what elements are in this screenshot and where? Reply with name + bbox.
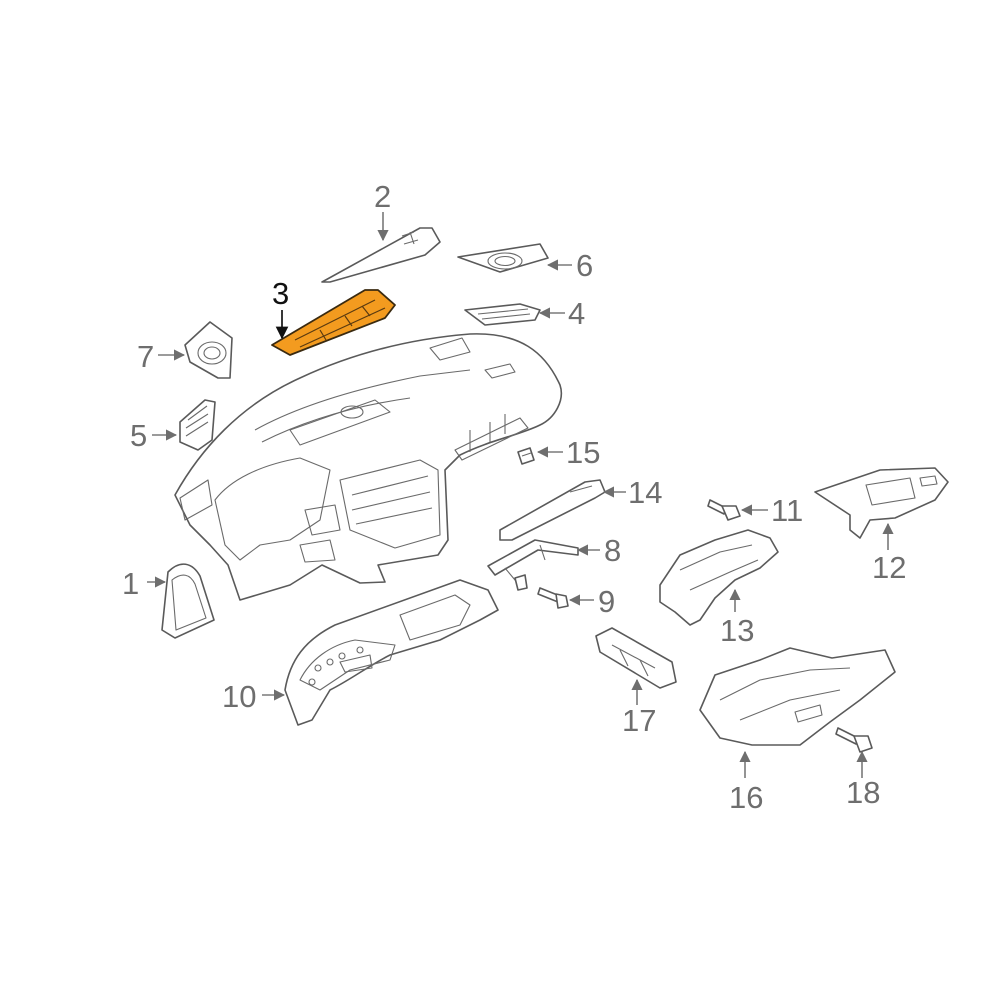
- callout-5: 5: [130, 418, 147, 453]
- part-1-end-cap: [161, 563, 215, 639]
- callout-2: 2: [374, 179, 391, 214]
- part-13-knee-bolster: [659, 529, 779, 626]
- part-16-glove-box: [699, 647, 896, 746]
- callout-17: 17: [622, 703, 656, 738]
- callout-14: 14: [628, 475, 662, 510]
- part-4-vent: [464, 303, 541, 326]
- callout-16: 16: [729, 780, 763, 815]
- callout-15: 15: [566, 435, 600, 470]
- part-11-bolt: [707, 499, 741, 521]
- part-17-bracket: [595, 627, 677, 689]
- part-3-defroster-grille: [271, 289, 396, 356]
- callout-7: 7: [137, 339, 154, 374]
- part-6-speaker-grille: [457, 243, 549, 273]
- dashboard-panel: [174, 333, 562, 601]
- callout-8: 8: [604, 533, 621, 568]
- part-9-bolt: [537, 587, 569, 609]
- callout-9: 9: [598, 584, 615, 619]
- part-7-speaker-cover: [184, 321, 233, 379]
- part-18-bolt: [835, 727, 873, 753]
- part-2-trim-strip: [321, 227, 441, 283]
- part-8-bracket: [487, 539, 579, 591]
- callout-1: 1: [122, 566, 139, 601]
- callout-4: 4: [568, 296, 585, 331]
- part-15-switch: [517, 447, 535, 465]
- leader-lines: [147, 212, 894, 778]
- part-14-trim-bar: [499, 479, 606, 541]
- callout-10: 10: [222, 679, 256, 714]
- part-5-side-vent: [179, 399, 216, 451]
- callout-18: 18: [846, 775, 880, 810]
- callout-labels: 1 2 3 4 5 6 7 8 9 10 11 12 13 14 15 16 1…: [122, 179, 906, 815]
- part-10-lower-panel: [284, 579, 499, 726]
- part-12-bezel: [814, 467, 949, 539]
- callout-13: 13: [720, 613, 754, 648]
- callout-6: 6: [576, 248, 593, 283]
- callout-11: 11: [771, 493, 803, 528]
- callout-12: 12: [872, 550, 906, 585]
- callout-3: 3: [272, 276, 289, 311]
